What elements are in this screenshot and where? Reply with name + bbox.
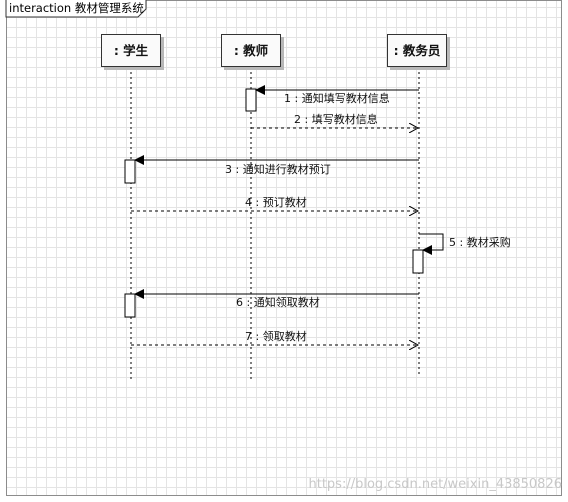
frame-tab	[5, 0, 147, 18]
lifeline-teacher-label: : 教师	[233, 43, 269, 58]
message-2-label: 2 : 填写教材信息	[294, 113, 378, 126]
activation-teacher	[245, 88, 257, 112]
message-1-label: 1 : 通知填写教材信息	[284, 92, 390, 105]
activation-student-2	[124, 293, 136, 318]
diagram-canvas	[6, 0, 562, 496]
lifeline-admin-label: : 教务员	[393, 43, 441, 58]
message-3-label: 3 : 通知进行教材预订	[225, 163, 331, 176]
message-5-arrow	[419, 233, 444, 255]
message-4-label: 4 : 预订教材	[245, 196, 307, 209]
lifeline-teacher-box: : 教师	[221, 34, 281, 67]
lifeline-student-label: : 学生	[113, 43, 149, 58]
message-6-label: 6 : 通知领取教材	[236, 296, 320, 309]
message-5-label: 5 : 教材采购	[449, 236, 511, 249]
activation-student-1	[124, 159, 136, 184]
watermark: https://blog.csdn.net/weixin_43850826	[308, 477, 562, 492]
frame-title: interaction 教材管理系统	[9, 1, 144, 15]
lifeline-student-box: : 学生	[101, 34, 161, 67]
activation-admin	[412, 249, 424, 274]
lifeline-admin-box: : 教务员	[387, 34, 447, 67]
message-7-label: 7 : 领取教材	[245, 330, 307, 343]
